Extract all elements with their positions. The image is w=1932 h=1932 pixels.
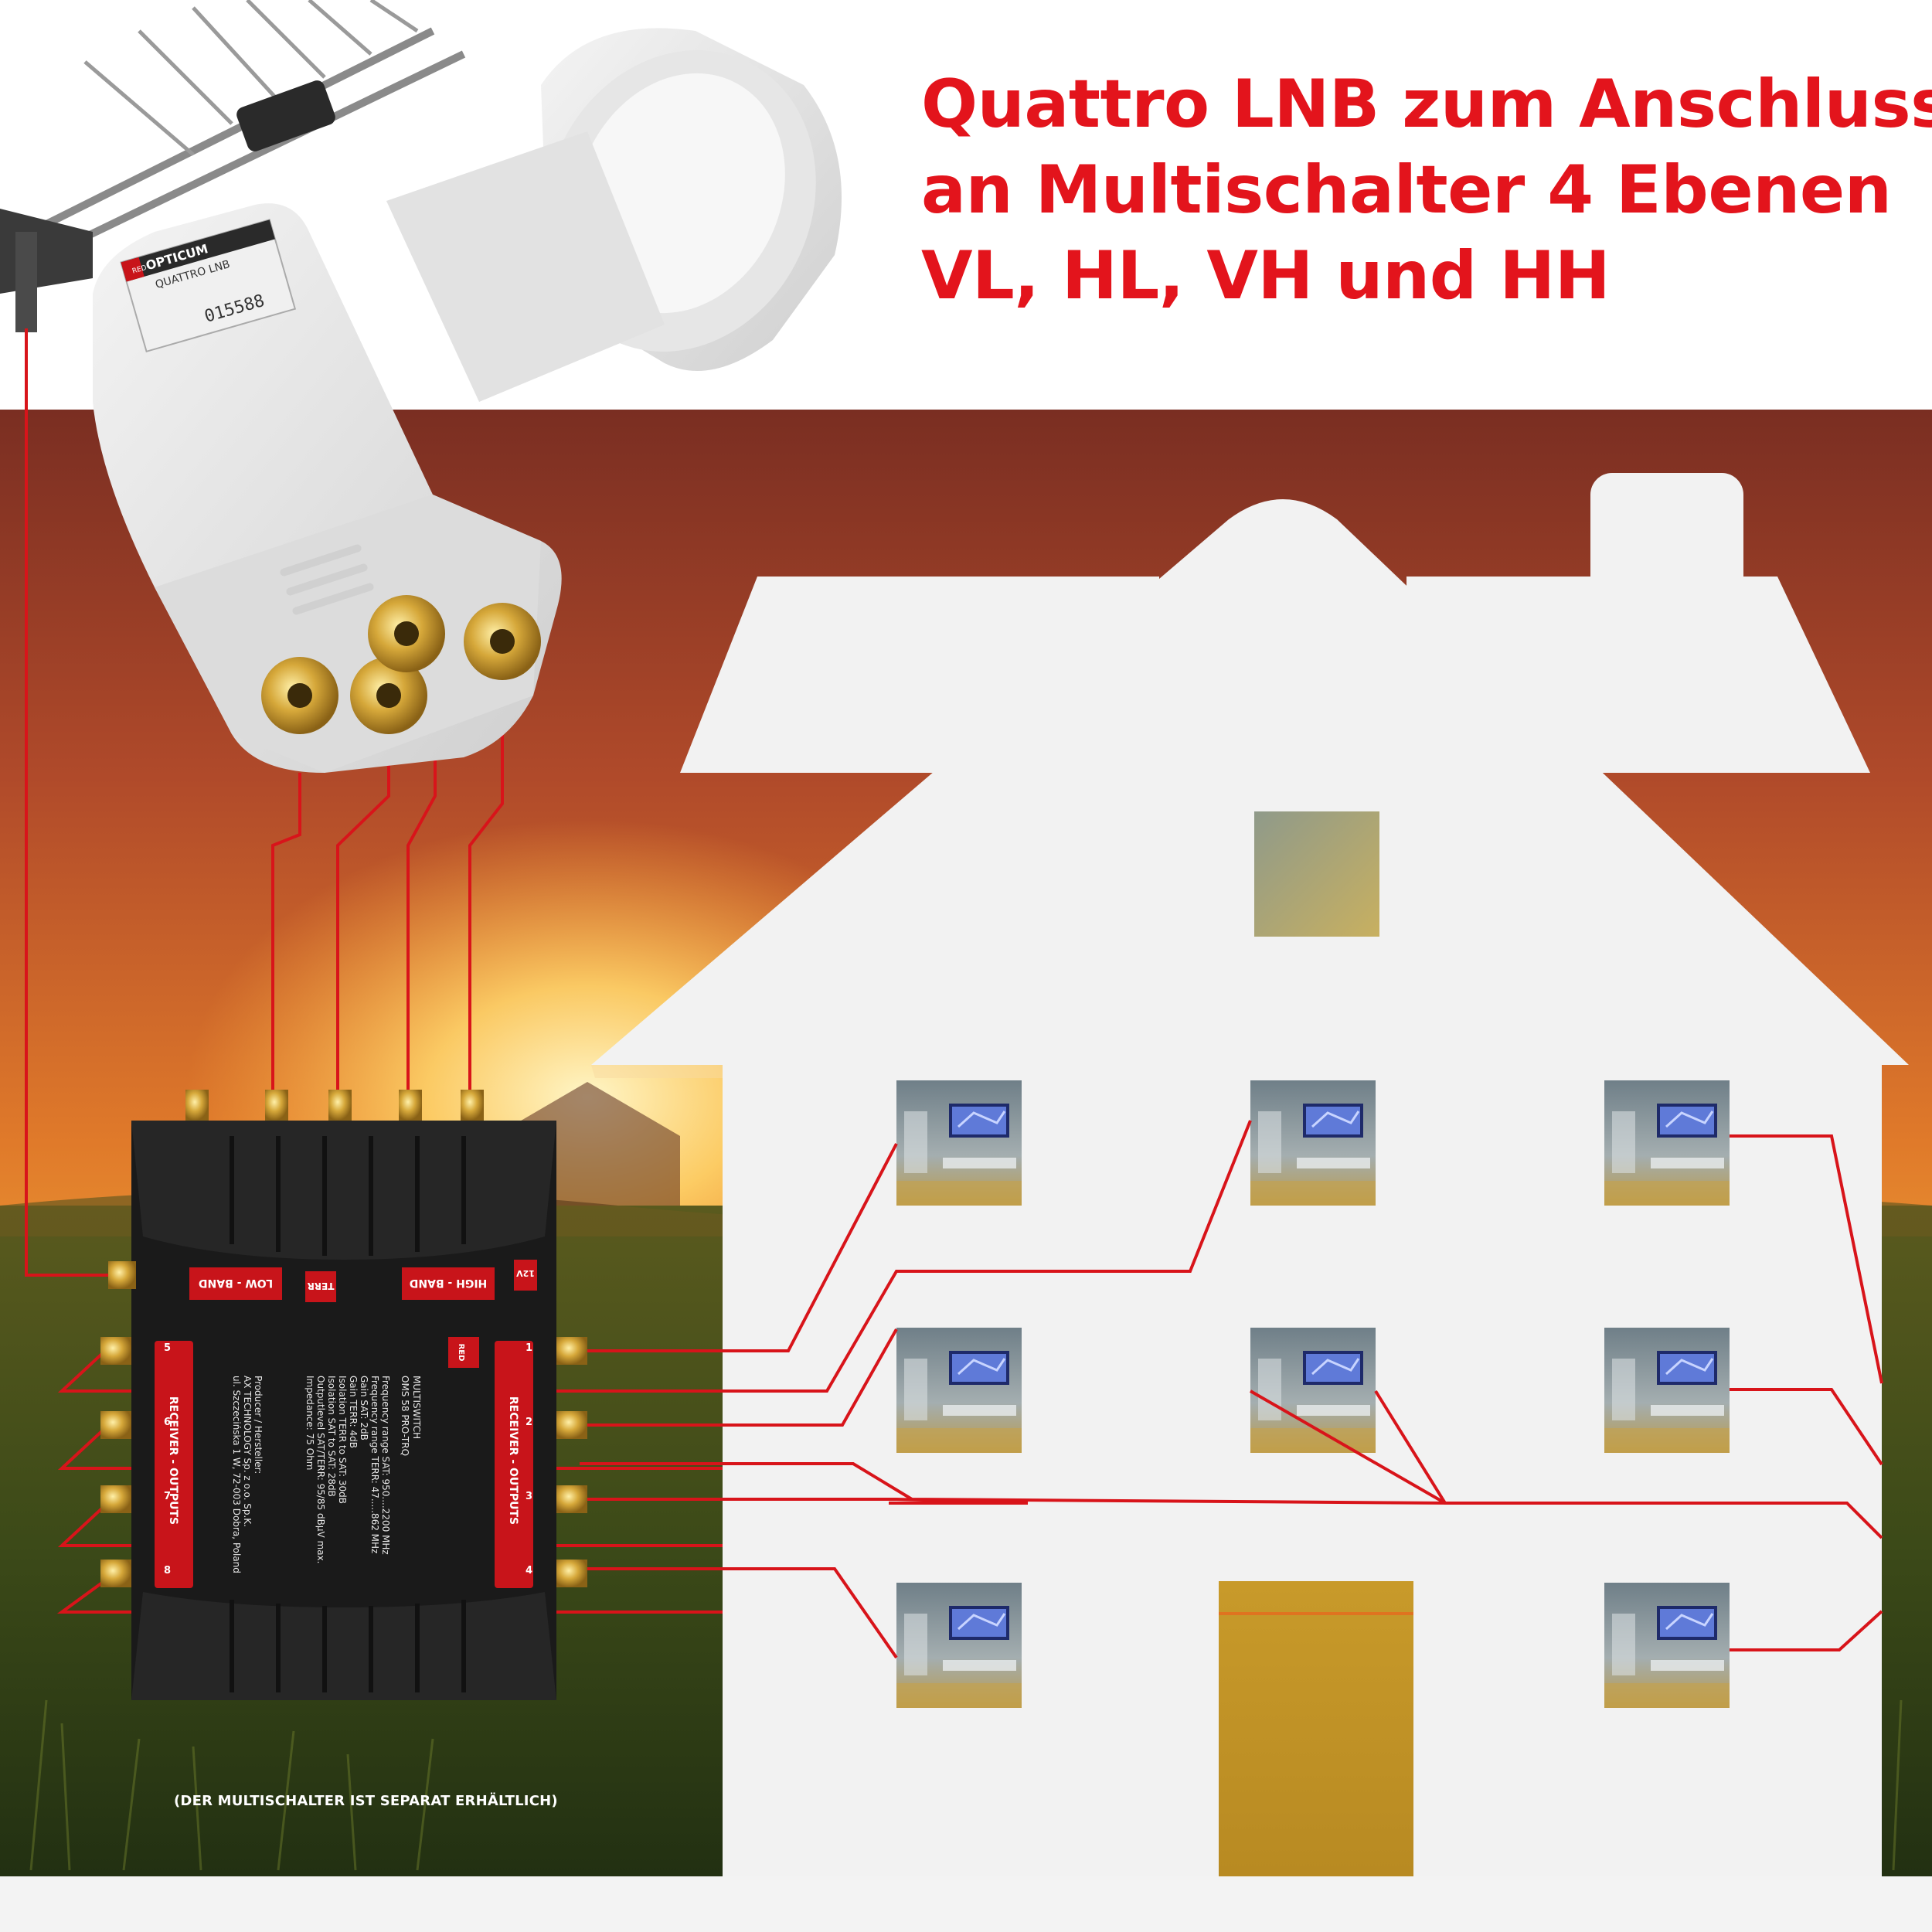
headline-line-1: Quattro LNB zum Anschluss <box>921 66 1932 143</box>
svg-text:Frequency range TERR: 47.....8: Frequency range TERR: 47.....862 MHz <box>369 1376 380 1553</box>
svg-text:Outputlevel SAT/TERR: 95/85 dB: Outputlevel SAT/TERR: 95/85 dBµV max. <box>315 1376 326 1563</box>
svg-text:AX TECHNOLOGY Sp. z o.o. Sp.K.: AX TECHNOLOGY Sp. z o.o. Sp.K. <box>242 1376 253 1527</box>
svg-text:Isolation TERR to SAT: 30dB: Isolation TERR to SAT: 30dB <box>337 1376 348 1504</box>
lnb-connectors <box>261 595 541 734</box>
footnote: (DER MULTISCHALTER IST SEPARAT ERHÄLTLIC… <box>174 1793 558 1809</box>
svg-text:LOW - BAND: LOW - BAND <box>199 1277 273 1289</box>
svg-text:2: 2 <box>526 1417 532 1428</box>
svg-text:1: 1 <box>526 1342 532 1354</box>
svg-text:7: 7 <box>164 1491 171 1502</box>
svg-text:Frequency range SAT: 950....2: Frequency range SAT: 950....2200 MHz <box>380 1376 391 1555</box>
svg-text:3: 3 <box>526 1491 532 1502</box>
svg-text:6: 6 <box>164 1417 171 1428</box>
svg-text:RED: RED <box>457 1344 465 1362</box>
svg-text:8: 8 <box>164 1565 171 1577</box>
svg-text:5: 5 <box>164 1342 171 1354</box>
svg-text:MULTISWITCH: MULTISWITCH <box>411 1376 422 1439</box>
svg-text:Producer / Hersteller:: Producer / Hersteller: <box>253 1376 264 1474</box>
svg-text:12V: 12V <box>516 1268 535 1278</box>
svg-text:RECEIVER - OUTPUTS: RECEIVER - OUTPUTS <box>167 1396 179 1525</box>
bottom-band <box>0 1876 1932 1932</box>
headline: Quattro LNB zum Anschluss an Multischalt… <box>921 62 1932 319</box>
svg-text:OMS 58 PRO-TRQ: OMS 58 PRO-TRQ <box>400 1376 410 1456</box>
svg-text:TERR: TERR <box>308 1281 335 1291</box>
svg-text:4: 4 <box>526 1565 532 1577</box>
svg-text:Gain TERR: 4dB: Gain TERR: 4dB <box>348 1376 359 1448</box>
svg-text:Gain SAT: 2dB: Gain SAT: 2dB <box>359 1376 369 1440</box>
headline-line-2: an Multischalter 4 Ebenen <box>921 151 1892 229</box>
svg-text:HIGH - BAND: HIGH - BAND <box>410 1277 488 1289</box>
svg-text:Impedance: 75 Ohm: Impedance: 75 Ohm <box>304 1376 315 1470</box>
svg-text:RECEIVER - OUTPUTS: RECEIVER - OUTPUTS <box>507 1396 519 1525</box>
svg-text:Isolation SAT to SAT: 28dB: Isolation SAT to SAT: 28dB <box>326 1376 337 1497</box>
svg-text:ul. Szczecińska 1 W, 72-003 Do: ul. Szczecińska 1 W, 72-003 Dobra, Polan… <box>231 1376 242 1573</box>
headline-line-3: VL, HL, VH und HH <box>921 237 1611 315</box>
